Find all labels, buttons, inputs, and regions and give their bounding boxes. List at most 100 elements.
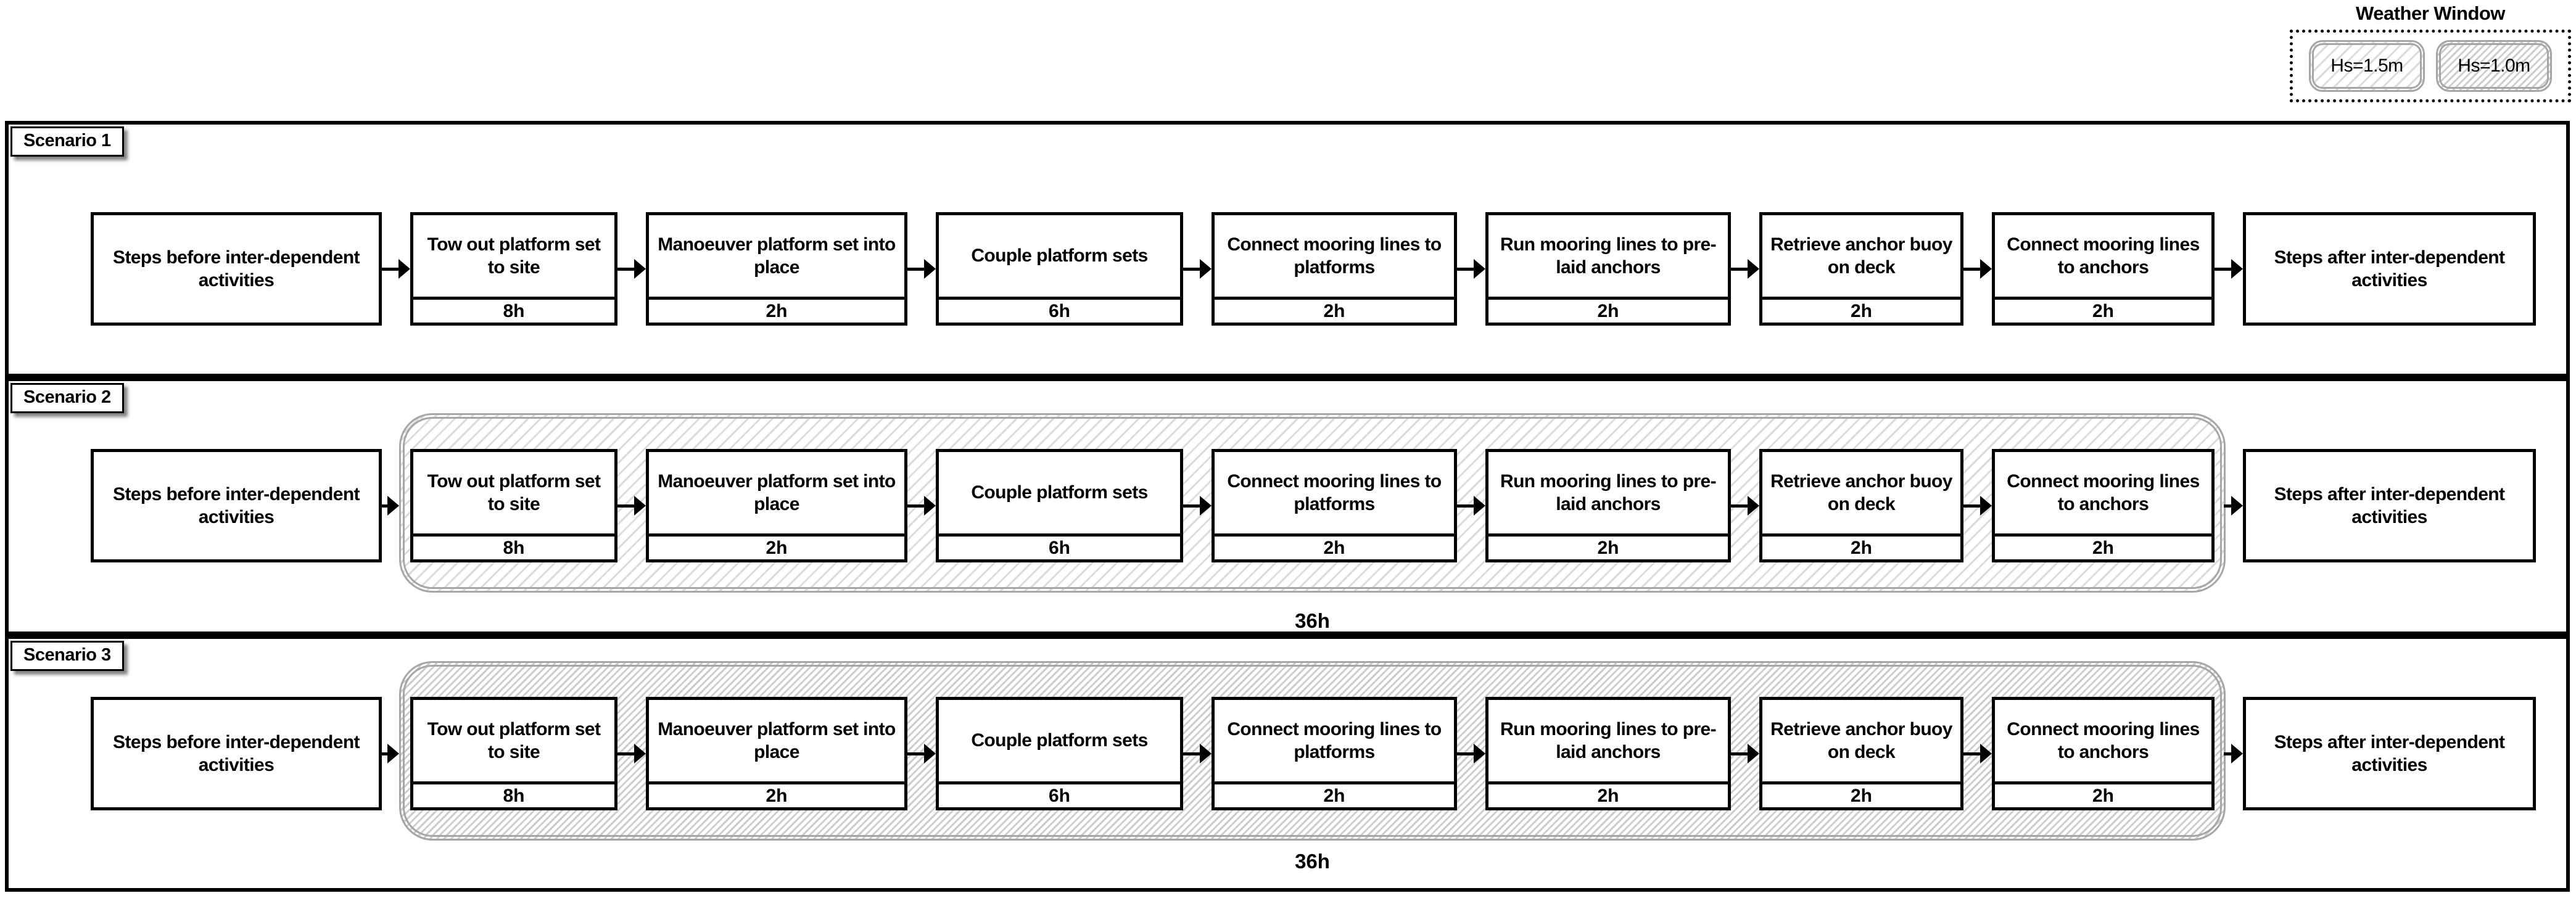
- activity-label: Connect mooring lines to anchors: [2007, 234, 2200, 278]
- legend-title: Weather Window: [2356, 2, 2505, 24]
- activity-row: Steps before inter-dependent activities T…: [91, 413, 2536, 593]
- scenario-label: Scenario 1: [10, 126, 124, 157]
- flow-arrow-icon: [2224, 496, 2243, 516]
- activity-box: Couple platform sets 6h: [936, 449, 1183, 562]
- activity-label: Retrieve anchor buoy on deck: [1770, 471, 1952, 515]
- flow-arrow-icon: [2224, 744, 2243, 763]
- activity-box: Retrieve anchor buoy on deck 2h: [1759, 697, 1963, 810]
- flow-arrow-icon: [380, 496, 399, 516]
- activity-label: Steps after inter-dependent activities: [2274, 483, 2505, 528]
- legend-item-hs-1-0m: Hs=1.0m: [2436, 40, 2552, 92]
- flow-arrow-icon: [906, 744, 936, 763]
- activity-label: Steps before inter-dependent activities: [113, 483, 360, 528]
- activity-duration: 2h: [1215, 533, 1454, 559]
- legend-box: Hs=1.5m Hs=1.0m: [2290, 30, 2571, 102]
- activity-duration: 2h: [1215, 297, 1454, 323]
- activity-label: Retrieve anchor buoy on deck: [1770, 718, 1952, 763]
- activity-box: Connect mooring lines to platforms 2h: [1212, 449, 1457, 562]
- activity-label: Connect mooring lines to platforms: [1227, 718, 1442, 763]
- activity-box: Steps after inter-dependent activities: [2243, 212, 2536, 326]
- flow-arrow-icon: [380, 259, 410, 279]
- weather-window-region: Tow out platform set to site 8h Manoeuver …: [399, 661, 2226, 841]
- legend-item-hs-1-5m: Hs=1.5m: [2309, 40, 2425, 92]
- activity-box: Tow out platform set to site 8h: [410, 449, 617, 562]
- activity-label: Retrieve anchor buoy on deck: [1770, 234, 1952, 278]
- activity-box: Connect mooring lines to platforms 2h: [1212, 697, 1457, 810]
- activity-box: Run mooring lines to pre-laid anchors 2h: [1485, 212, 1731, 326]
- flow-arrow-icon: [1729, 496, 1759, 516]
- activity-duration: 2h: [1995, 533, 2211, 559]
- flow-arrow-icon: [906, 496, 936, 516]
- activity-box: Tow out platform set to site 8h: [410, 697, 617, 810]
- activity-box: Connect mooring lines to anchors 2h: [1992, 449, 2215, 562]
- weather-window-region: Tow out platform set to site 8h Manoeuver …: [399, 413, 2226, 593]
- activity-duration: 6h: [939, 297, 1180, 323]
- legend-item-label: Hs=1.5m: [2330, 56, 2403, 76]
- scenario-1: Scenario 1 Steps before inter-dependent a…: [5, 121, 2570, 377]
- activity-label: Steps after inter-dependent activities: [2274, 247, 2505, 291]
- activity-label: Connect mooring lines to anchors: [2007, 718, 2200, 763]
- activity-duration: 2h: [1488, 297, 1728, 323]
- flow-arrow-icon: [1181, 496, 1212, 516]
- activity-duration: 8h: [413, 781, 614, 807]
- activity-duration: 2h: [1215, 781, 1454, 807]
- activity-duration: 2h: [1995, 781, 2211, 807]
- activity-box: Steps before inter-dependent activities: [91, 449, 382, 562]
- activity-label: Connect mooring lines to platforms: [1227, 471, 1442, 515]
- activity-label: Connect mooring lines to platforms: [1227, 234, 1442, 278]
- flow-arrow-icon: [1962, 496, 1992, 516]
- weather-window-duration: 36h: [1295, 609, 1330, 632]
- activity-label: Tow out platform set to site: [427, 471, 601, 515]
- flow-arrow-icon: [1455, 744, 1485, 763]
- activity-duration: 2h: [1762, 533, 1960, 559]
- flow-arrow-icon: [1729, 259, 1759, 279]
- activity-label: Run mooring lines to pre-laid anchors: [1500, 471, 1717, 515]
- activity-label: Couple platform sets: [971, 245, 1148, 266]
- scenario-label: Scenario 2: [10, 383, 124, 413]
- activity-label: Couple platform sets: [971, 730, 1148, 751]
- weather-window-legend: Weather Window Hs=1.5m Hs=1.0m: [2290, 2, 2571, 102]
- activity-label: Tow out platform set to site: [427, 718, 601, 763]
- activity-box: Retrieve anchor buoy on deck 2h: [1759, 212, 1963, 326]
- activity-duration: 8h: [413, 533, 614, 559]
- activity-box: Couple platform sets 6h: [936, 212, 1183, 326]
- activity-label: Manoeuver platform set into place: [658, 471, 896, 515]
- activity-duration: 2h: [1762, 297, 1960, 323]
- activity-box: Connect mooring lines to platforms 2h: [1212, 212, 1457, 326]
- activity-label: Run mooring lines to pre-laid anchors: [1500, 718, 1717, 763]
- activity-label: Steps before inter-dependent activities: [113, 731, 360, 776]
- activity-duration: 6h: [939, 533, 1180, 559]
- flow-arrow-icon: [616, 744, 646, 763]
- flow-arrow-icon: [616, 496, 646, 516]
- activity-box: Steps before inter-dependent activities: [91, 697, 382, 810]
- activity-duration: 2h: [649, 781, 904, 807]
- activity-box: Couple platform sets 6h: [936, 697, 1183, 810]
- activity-label: Tow out platform set to site: [427, 234, 601, 278]
- flow-arrow-icon: [906, 259, 936, 279]
- activity-duration: 2h: [649, 297, 904, 323]
- activity-row: Steps before inter-dependent activities T…: [91, 661, 2536, 841]
- activity-duration: 8h: [413, 297, 614, 323]
- activity-label: Connect mooring lines to anchors: [2007, 471, 2200, 515]
- scenario-label: Scenario 3: [10, 641, 124, 671]
- flow-arrow-icon: [1729, 744, 1759, 763]
- flow-arrow-icon: [1455, 259, 1485, 279]
- activity-label: Manoeuver platform set into place: [658, 234, 896, 278]
- activity-label: Run mooring lines to pre-laid anchors: [1500, 234, 1717, 278]
- activity-box: Retrieve anchor buoy on deck 2h: [1759, 449, 1963, 562]
- activity-duration: 6h: [939, 781, 1180, 807]
- flow-arrow-icon: [380, 744, 399, 763]
- activity-duration: 2h: [1762, 781, 1960, 807]
- flow-arrow-icon: [1455, 496, 1485, 516]
- activity-row: Steps before inter-dependent activities T…: [91, 212, 2536, 326]
- activity-box: Steps before inter-dependent activities: [91, 212, 382, 326]
- legend-item-label: Hs=1.0m: [2458, 56, 2530, 76]
- flow-arrow-icon: [1181, 744, 1212, 763]
- activity-label: Couple platform sets: [971, 482, 1148, 503]
